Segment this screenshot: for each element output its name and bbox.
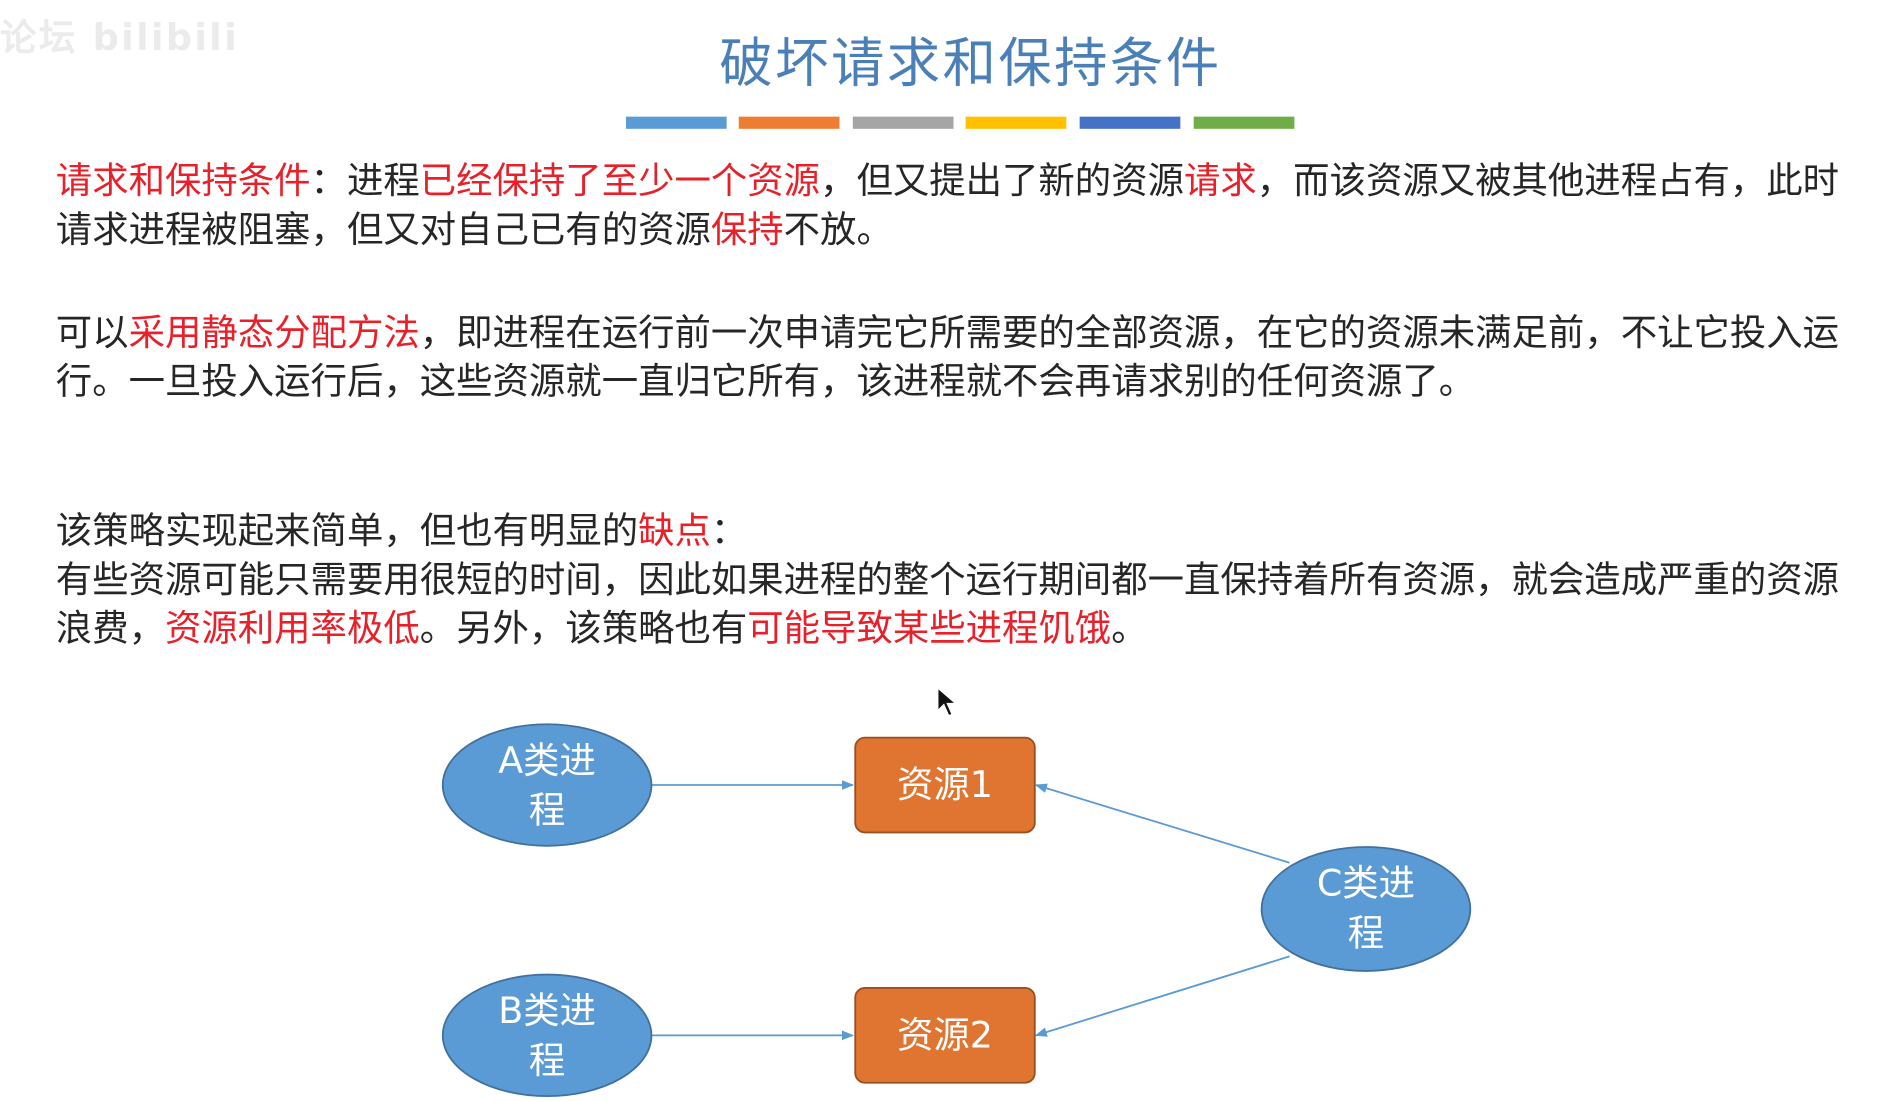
resource-1-label: 资源1 (897, 763, 993, 806)
process-a-label-2: 程 (529, 789, 565, 832)
text-run: 有些资源可能只需要用很短的时间，因此如果进程的整个运行期间都一直保持着所有资源，… (55, 558, 1840, 651)
bilibili-watermark: 论坛 bilibili (0, 17, 240, 60)
resource-2-label: 资源2 (897, 1013, 993, 1056)
term-request-hold: 请求和保持条件 (55, 160, 311, 203)
highlight-low-utilization: 资源利用率极低 (164, 607, 420, 651)
process-b-label-2: 程 (529, 1039, 565, 1082)
process-b-node: B类进 程 (441, 973, 653, 1098)
edge-c-to-resource-1 (1034, 783, 1290, 864)
process-b-label-1: B类进 (498, 989, 596, 1032)
resource-1-node: 资源1 (854, 736, 1036, 834)
highlight-hold: 保持 (710, 209, 784, 252)
text-run: ： (710, 510, 748, 553)
text-run: 该策略实现起来简单，但也有明显的 (55, 510, 639, 553)
process-a-node: A类进 程 (441, 723, 653, 847)
paragraph-drawbacks: 该策略实现起来简单，但也有明显的缺点： 有些资源可能只需要用很短的时间，因此如果进… (56, 508, 1857, 654)
deco-bar-6 (1193, 116, 1295, 129)
text-run: 。另外，该策略也有 (419, 607, 748, 651)
process-c-node: C类进 程 (1260, 846, 1472, 972)
deco-bar-2 (738, 116, 840, 129)
process-a-label-1: A类进 (498, 739, 596, 782)
paragraph-request-hold-condition: 请求和保持条件：进程已经保持了至少一个资源，但又提出了新的资源请求，而该资源又被… (56, 158, 1857, 255)
mouse-cursor-icon (936, 686, 958, 717)
highlight-drawback: 缺点 (638, 510, 711, 553)
deco-bar-4 (965, 116, 1067, 129)
process-c-label-1: C类进 (1317, 862, 1415, 905)
deco-bar-1 (625, 116, 727, 129)
paragraph-static-allocation: 可以采用静态分配方法，即进程在运行前一次申请完它所需要的全部资源，在它的资源未满… (56, 310, 1857, 407)
text-run: ：进程 (310, 160, 420, 203)
highlight-holding: 已经保持了至少一个资源 (419, 160, 821, 203)
text-run: 可以 (55, 312, 129, 355)
deco-bar-3 (852, 116, 954, 129)
resource-2-node: 资源2 (854, 987, 1036, 1084)
deco-bar-5 (1079, 116, 1181, 129)
highlight-request: 请求 (1183, 160, 1257, 203)
text-run: ，但又提出了新的资源 (820, 160, 1184, 203)
highlight-starvation: 可能导致某些进程饥饿 (747, 607, 1112, 651)
edge-c-to-resource-2 (1034, 955, 1290, 1037)
text-run: ，而该资源又被其他进程占有，此时请求进程被阻塞，但又对自己已有的资源 (55, 160, 1840, 252)
process-c-label-2: 程 (1348, 911, 1384, 954)
text-run: 不放。 (783, 209, 893, 252)
text-run: ，即进程在运行前一次申请完它所需要的全部资源，在它的资源未满足前，不让它投入运行… (55, 312, 1840, 404)
slide-title: 破坏请求和保持条件 (719, 32, 1222, 95)
highlight-static-allocation: 采用静态分配方法 (128, 312, 420, 355)
text-run: 。 (1111, 607, 1148, 651)
